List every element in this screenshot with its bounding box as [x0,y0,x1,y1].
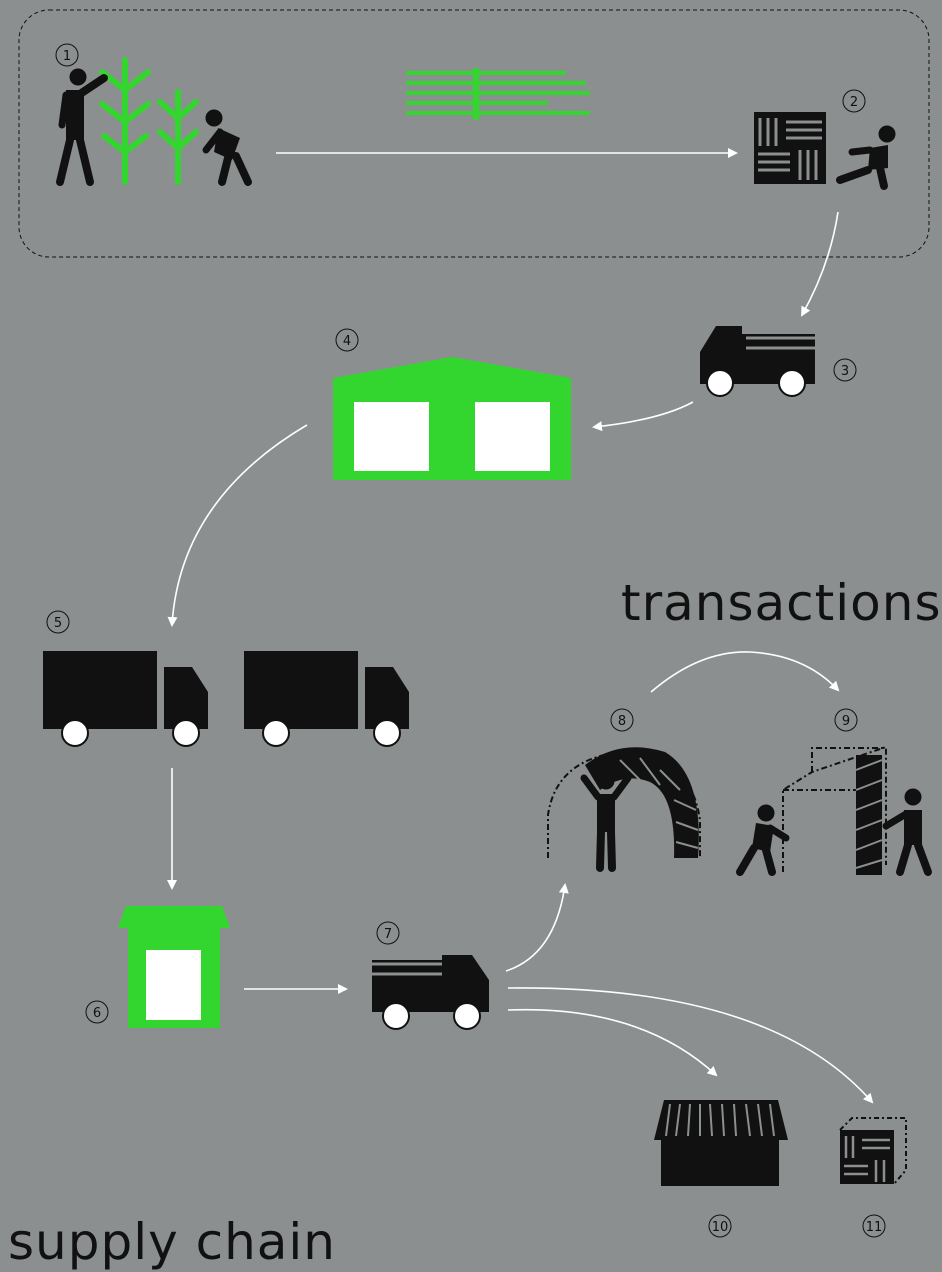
arrow-7-10 [507,1008,718,1077]
bottom-section-label: supply chain [8,1213,336,1271]
step-number-5: 5 [54,616,62,631]
bale-cube-icon: 11 [839,1117,907,1238]
two-trucks-icon: 5 [43,610,409,747]
bale-pile-worker-icon: 2 [754,89,896,190]
arrow-4-5 [167,424,308,627]
step-number-4: 4 [343,334,351,349]
step-number-3: 3 [841,364,849,379]
thatched-building-icon: 10 [654,1100,788,1238]
step-number-8: 8 [618,714,626,729]
small-truck-icon: 3 [700,326,857,397]
green-stalks-bundle-icon [406,68,590,120]
harvest-group-box [18,9,930,258]
step-number-9: 9 [842,714,850,729]
delivery-truck-icon: 7 [372,921,489,1030]
arch-builder-icon: 8 [547,708,701,872]
step-number-7: 7 [384,927,392,942]
arrow-7-8 [505,883,569,972]
arrow-7-11 [507,987,874,1104]
flow-arrows [167,148,874,1104]
step-number-6: 6 [93,1006,101,1021]
step-number-1: 1 [63,49,71,64]
process-diagram: 1 2 [18,9,932,1238]
step-number-2: 2 [850,95,858,110]
frame-builder-icon: 9 [736,708,932,876]
transactions-label: transactions [621,574,942,632]
green-warehouse-icon: 4 [333,328,571,480]
arrow-8-9 [650,651,840,693]
green-depot-icon: 6 [85,906,230,1028]
farmers-harvesting-icon: 1 [55,43,252,186]
step-number-11: 11 [866,1220,883,1235]
step-number-10: 10 [712,1220,729,1235]
arrow-2-3 [801,211,839,317]
arrow-3-4 [592,401,694,432]
